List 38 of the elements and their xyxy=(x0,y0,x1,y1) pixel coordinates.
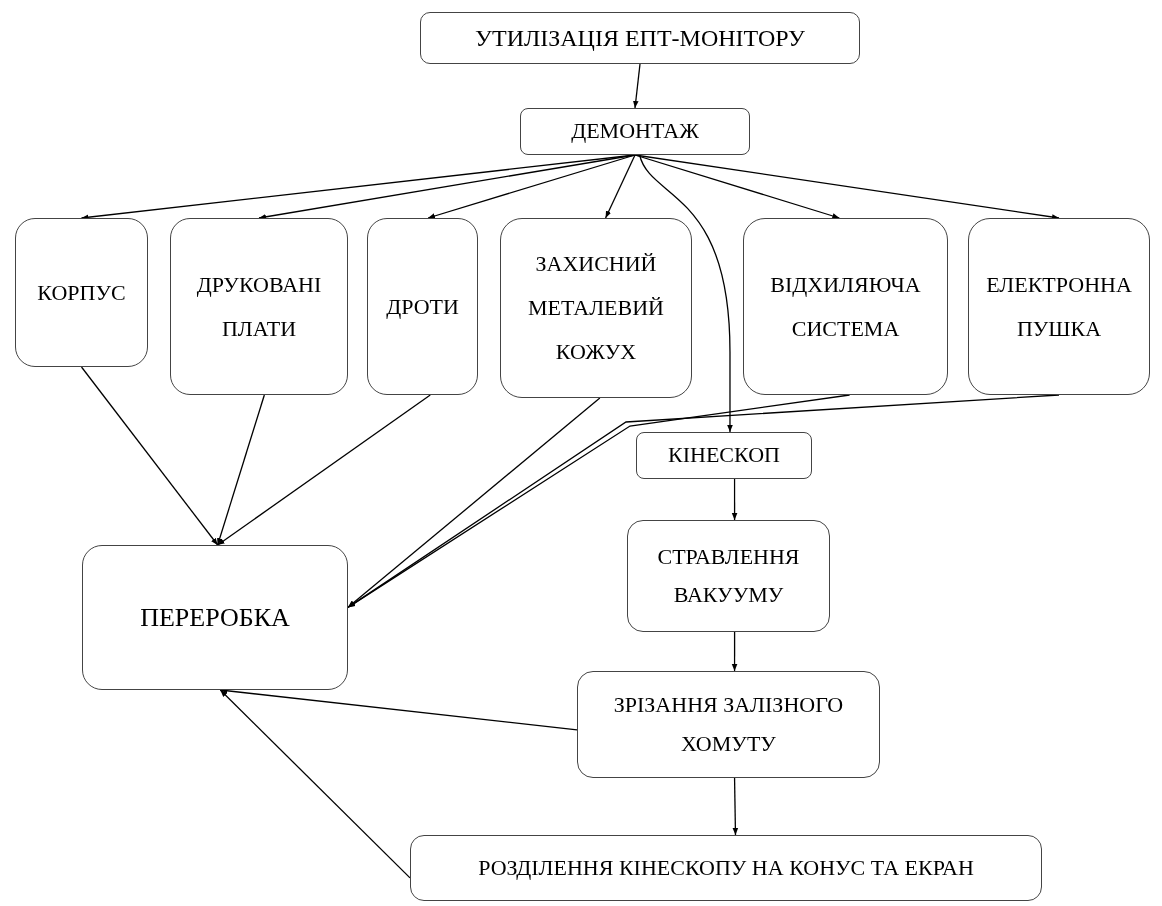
process-box xyxy=(170,218,348,395)
process-box xyxy=(367,218,478,395)
node-label: ДРУКОВАНІ ПЛАТИ xyxy=(195,270,323,343)
process-box xyxy=(577,671,880,778)
node-label: РОЗДІЛЕННЯ КІНЕСКОПУ НА КОНУС ТА ЕКРАН xyxy=(478,853,974,882)
process-box xyxy=(520,108,750,155)
node-label: ЗАХИСНИЙ МЕТАЛЕВИЙ КОЖУХ xyxy=(526,250,665,366)
arrow xyxy=(634,154,1060,220)
process-box xyxy=(743,218,948,395)
node-label: ВІДХИЛЯЮЧА СИСТЕМА xyxy=(769,270,922,343)
arrow xyxy=(219,689,411,879)
arrow xyxy=(217,394,431,546)
title-box xyxy=(420,12,860,64)
node-label: КОРПУС xyxy=(37,278,126,307)
arrow xyxy=(427,154,636,219)
node-label: ЗРІЗАННЯ ЗАЛІЗНОГО ХОМУТУ xyxy=(612,691,845,758)
arrow xyxy=(604,154,636,219)
node-label: ЕЛЕКТРОННА ПУШКА xyxy=(985,270,1133,343)
process-box xyxy=(410,835,1042,901)
node-label: ДРОТИ xyxy=(386,292,459,321)
arrow xyxy=(80,366,219,546)
process-box xyxy=(627,520,830,632)
arrow xyxy=(633,63,641,109)
process-box xyxy=(636,432,812,479)
arrow xyxy=(731,631,738,672)
process-box xyxy=(82,545,348,690)
node-label: ДЕМОНТАЖ xyxy=(571,117,699,146)
process-box xyxy=(968,218,1150,395)
node-label: УТИЛІЗАЦІЯ ЕПТ-МОНІТОРУ xyxy=(475,24,805,53)
arrow xyxy=(638,154,733,433)
process-box xyxy=(15,218,148,367)
arrow xyxy=(731,478,738,521)
arrow xyxy=(217,394,265,546)
node-label: ПЕРЕРОБКА xyxy=(140,601,290,634)
node-label: СТРАВЛЕННЯ ВАКУУМУ xyxy=(656,542,801,609)
process-box xyxy=(500,218,692,398)
node-label: КІНЕСКОП xyxy=(668,441,780,470)
arrow xyxy=(732,777,739,836)
